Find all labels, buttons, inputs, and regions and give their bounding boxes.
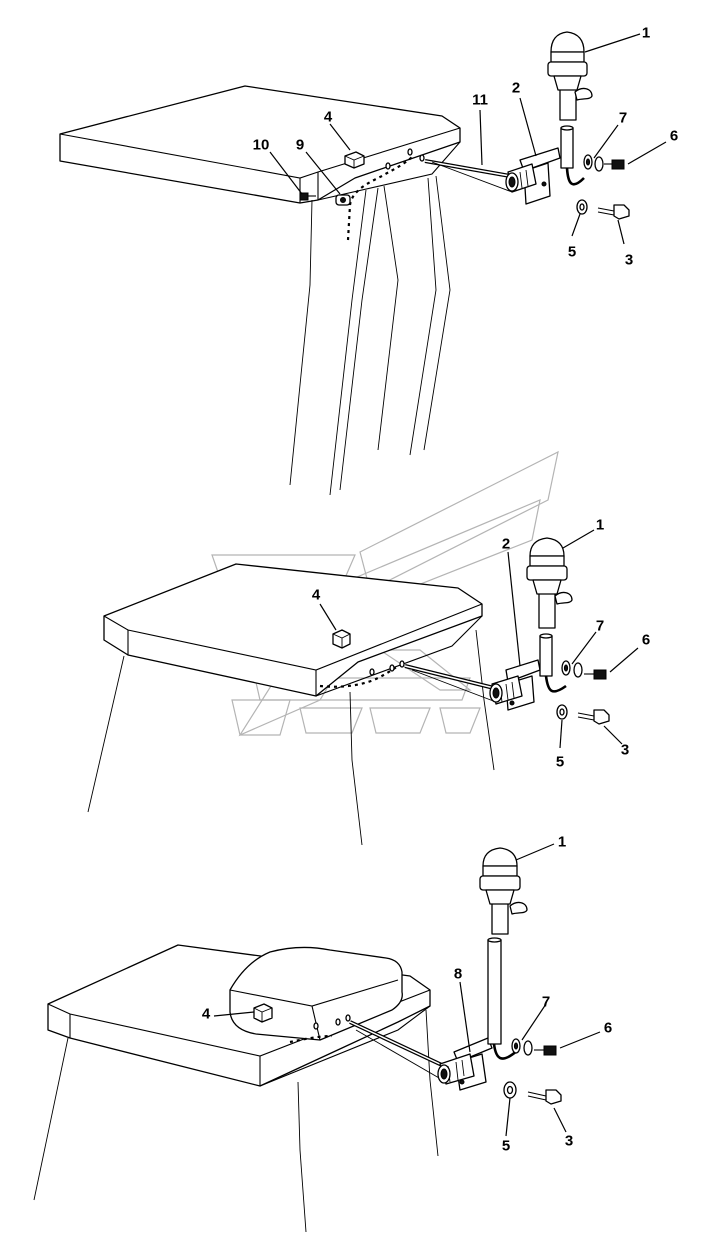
lock-washer	[583, 154, 593, 170]
label-clipscrew: 10	[253, 137, 270, 154]
view-bottom: 1 8 7 6 4 5 3	[33, 834, 612, 1233]
lamp-post	[539, 633, 567, 693]
label-washer: 5	[568, 244, 576, 261]
cable	[349, 1020, 447, 1083]
clip-screw	[299, 192, 316, 201]
nut	[332, 629, 351, 649]
cable	[424, 159, 513, 193]
lock-washer	[561, 660, 571, 676]
label-nut: 4	[312, 587, 321, 604]
label-bracket: 2	[512, 80, 520, 97]
nut	[344, 151, 365, 169]
label-lockwasher: 7	[619, 110, 627, 127]
cable	[404, 664, 497, 703]
screw	[584, 669, 607, 680]
lamp-post	[560, 125, 585, 186]
hex-bolt	[527, 1089, 562, 1105]
beacon-lamp	[479, 847, 528, 935]
view-top: 1 2 11 7 6 4 9 10 5 3	[59, 25, 678, 496]
label-clip: 9	[296, 137, 304, 154]
view-middle: 1 2 7 6 4 5 3	[87, 517, 650, 846]
label-lamp: 1	[642, 25, 650, 42]
label-bracket: 2	[502, 536, 510, 553]
washer	[523, 1040, 533, 1056]
label-bolt: 3	[621, 742, 629, 759]
label-cable: 11	[472, 92, 488, 109]
screw	[604, 159, 625, 170]
flat-washer	[576, 199, 588, 215]
label-bracket: 8	[454, 966, 462, 983]
mounting-holes	[313, 1014, 351, 1030]
label-nut: 4	[202, 1006, 211, 1023]
beacon-lamp	[526, 537, 573, 629]
label-nut: 4	[324, 109, 333, 126]
cab-pillars	[289, 175, 451, 496]
mounting-holes	[369, 660, 405, 676]
mount-bracket	[505, 147, 561, 205]
label-lockwasher: 7	[542, 994, 550, 1011]
mount-bracket	[437, 1037, 493, 1091]
hidden-wire	[346, 156, 413, 241]
cable-clip	[335, 194, 351, 206]
label-screw: 6	[670, 128, 678, 145]
washer	[573, 662, 583, 678]
beacon-lamp	[547, 31, 593, 121]
label-lockwasher: 7	[596, 618, 604, 635]
label-screw: 6	[604, 1020, 612, 1037]
hex-bolt	[597, 204, 630, 220]
flat-washer	[556, 704, 568, 720]
leader-lines	[319, 529, 639, 749]
leader-lines	[213, 843, 601, 1137]
washer	[594, 156, 604, 172]
cab-pillars	[33, 1009, 439, 1233]
label-washer: 5	[502, 1138, 510, 1155]
label-bolt: 3	[565, 1133, 573, 1150]
label-lamp: 1	[596, 517, 604, 534]
cab-roof	[59, 85, 461, 204]
mounting-holes	[385, 148, 425, 170]
leader-lines	[269, 33, 667, 245]
label-lamp: 1	[558, 834, 566, 851]
label-washer: 5	[556, 754, 564, 771]
hex-bolt	[577, 709, 610, 725]
nut	[253, 1003, 273, 1023]
cab-roof	[103, 563, 483, 697]
flat-washer	[503, 1081, 517, 1099]
label-bolt: 3	[625, 252, 633, 269]
label-screw: 6	[642, 632, 650, 649]
mount-bracket	[489, 659, 541, 711]
cab-pillars	[87, 629, 495, 846]
screw	[534, 1045, 557, 1056]
lock-washer	[511, 1038, 521, 1054]
